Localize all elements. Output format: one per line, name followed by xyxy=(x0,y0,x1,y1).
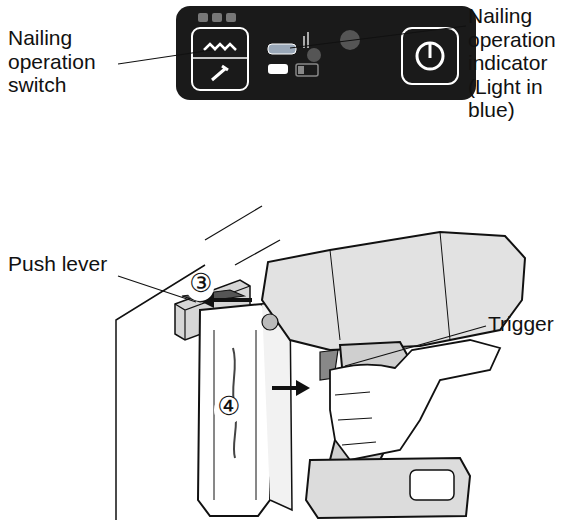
led xyxy=(212,13,222,22)
control-panel xyxy=(176,6,476,100)
battery-button xyxy=(410,470,454,500)
callout-number: ④ xyxy=(214,393,244,419)
single-icon xyxy=(212,66,228,80)
switch-divider xyxy=(192,57,248,59)
sequential-icon xyxy=(204,44,236,50)
fingers xyxy=(335,392,376,445)
body-seam xyxy=(330,232,450,340)
power-button xyxy=(402,28,458,84)
switch-button xyxy=(192,28,248,90)
motion-arrow xyxy=(272,386,298,390)
leader-line xyxy=(290,26,466,48)
leader-line xyxy=(345,326,486,366)
leader-line xyxy=(118,50,212,64)
part-label: Push lever xyxy=(8,252,148,276)
part-label: Nailing operation indicator (Light in bl… xyxy=(468,4,584,122)
part-label: Nailing operation switch xyxy=(8,26,120,97)
battery-lamp xyxy=(268,64,288,74)
led xyxy=(198,13,208,22)
indicator-lamp xyxy=(268,44,296,54)
part-label: Trigger xyxy=(488,312,578,336)
power-symbol xyxy=(429,44,432,58)
leader-line xyxy=(118,276,196,302)
arrowhead xyxy=(296,380,310,396)
hand xyxy=(330,340,500,460)
callout-number: ③ xyxy=(186,270,216,296)
screw xyxy=(262,314,278,330)
power-symbol xyxy=(417,43,443,69)
magazine-line xyxy=(214,330,256,500)
indicator-dot xyxy=(307,48,321,62)
tool-body xyxy=(262,232,525,350)
motion-arrow xyxy=(210,298,252,302)
wall-line xyxy=(205,206,262,240)
magazine xyxy=(198,304,270,516)
battery-icon xyxy=(296,64,318,76)
battery-bar xyxy=(298,66,304,74)
led xyxy=(226,13,236,22)
battery xyxy=(306,458,470,518)
